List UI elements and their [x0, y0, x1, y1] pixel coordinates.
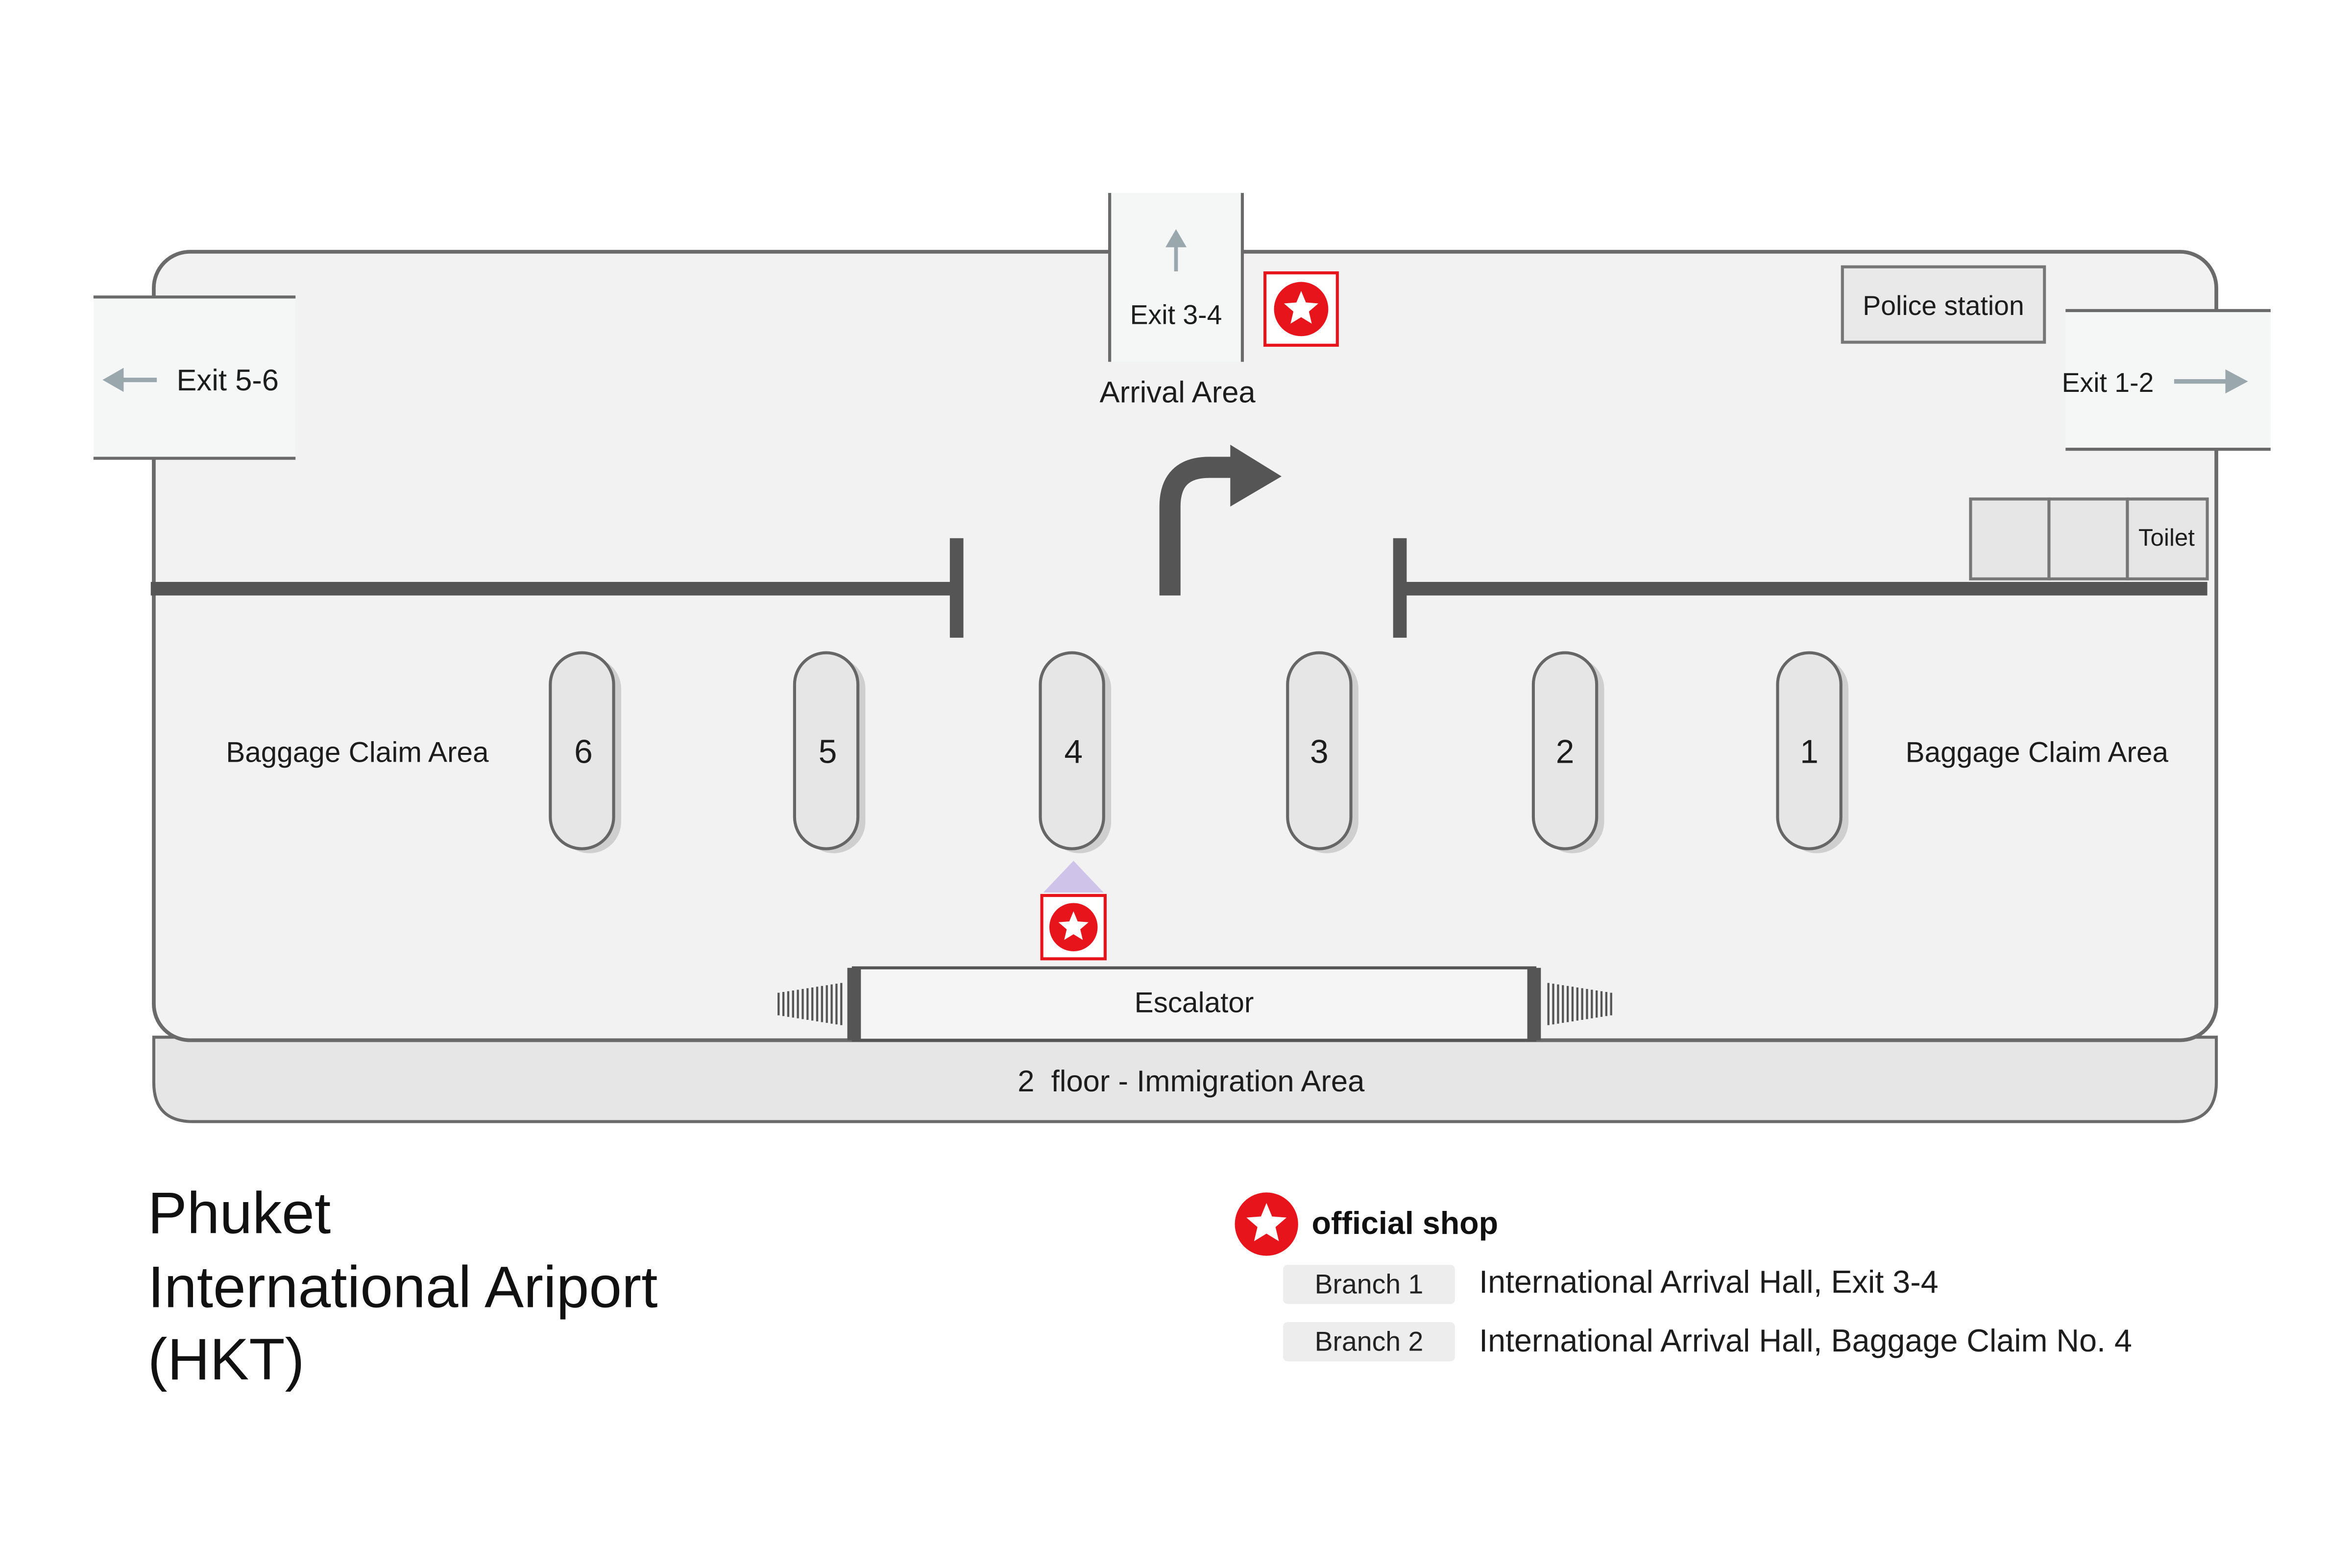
escalator-label: Escalator — [1134, 988, 1254, 1020]
baggage-claim-left-label: Baggage Claim Area — [226, 738, 489, 770]
branch-1-tag: Branch 1 — [1283, 1265, 1455, 1304]
baggage-claim-right-label: Baggage Claim Area — [1905, 738, 2169, 770]
carousel-label: 3 — [1310, 732, 1329, 771]
baggage-carousel — [793, 651, 860, 850]
exit-5-6-label: Exit 5-6 — [176, 364, 279, 398]
branch-2-location[interactable]: International Arrival Hall, Baggage Clai… — [1479, 1324, 2132, 1359]
customs-wall-right — [1396, 581, 2207, 596]
exit-3-4-corridor — [1110, 193, 1242, 362]
baggage-carousel — [1286, 651, 1353, 850]
airport-title-line-3: (HKT) — [147, 1328, 305, 1393]
turn-right-arrow-icon — [1159, 457, 1234, 596]
exit-3-4-label: Exit 3-4 — [1130, 300, 1222, 330]
customs-wall-left — [150, 581, 959, 596]
airport-title-line-2: International Ariport — [147, 1255, 658, 1321]
carousel-label: 4 — [1064, 732, 1083, 771]
shop-badge-carousel-4[interactable] — [1040, 894, 1107, 961]
carousel-label: 1 — [1800, 732, 1819, 771]
arrival-hall-floor — [152, 250, 2218, 1042]
locator-marker-icon — [1043, 861, 1104, 893]
carousel-label: 6 — [574, 732, 593, 771]
escalator-steps-right — [1547, 983, 1612, 1025]
exit-1-2-label: Exit 1-2 — [2061, 367, 2154, 398]
carousel-label: 5 — [818, 732, 837, 771]
toilet-stall — [2126, 497, 2209, 580]
baggage-carousel — [1039, 651, 1105, 850]
escalator-box — [851, 966, 1537, 1042]
shop-badge-exit-3-4[interactable] — [1263, 271, 1339, 347]
toilet-label: Toilet — [2138, 526, 2195, 552]
baggage-carousel — [549, 651, 615, 850]
immigration-floor — [152, 1036, 2218, 1123]
legend-heading: official shop — [1311, 1206, 1499, 1242]
legend-shop-icon — [1235, 1192, 1298, 1256]
branch-1-location[interactable]: International Arrival Hall, Exit 3-4 — [1479, 1265, 1939, 1301]
carousel-label: 2 — [1555, 732, 1575, 771]
arrival-area-label: Arrival Area — [1099, 377, 1256, 410]
escalator-steps-left — [777, 983, 843, 1025]
baggage-carousels — [549, 651, 1849, 853]
police-station-box — [1841, 265, 2046, 344]
branch-2-tag: Branch 2 — [1283, 1322, 1455, 1362]
baggage-carousel — [1531, 651, 1599, 850]
toilet-stall — [2047, 497, 2129, 580]
airport-title-line-1: Phuket — [147, 1182, 331, 1247]
baggage-carousel — [1776, 651, 1843, 850]
immigration-area-label: 2 floor - Immigration Area — [1018, 1065, 1365, 1099]
toilet-stall — [1969, 497, 2051, 580]
police-station-label: Police station — [1863, 290, 2024, 321]
